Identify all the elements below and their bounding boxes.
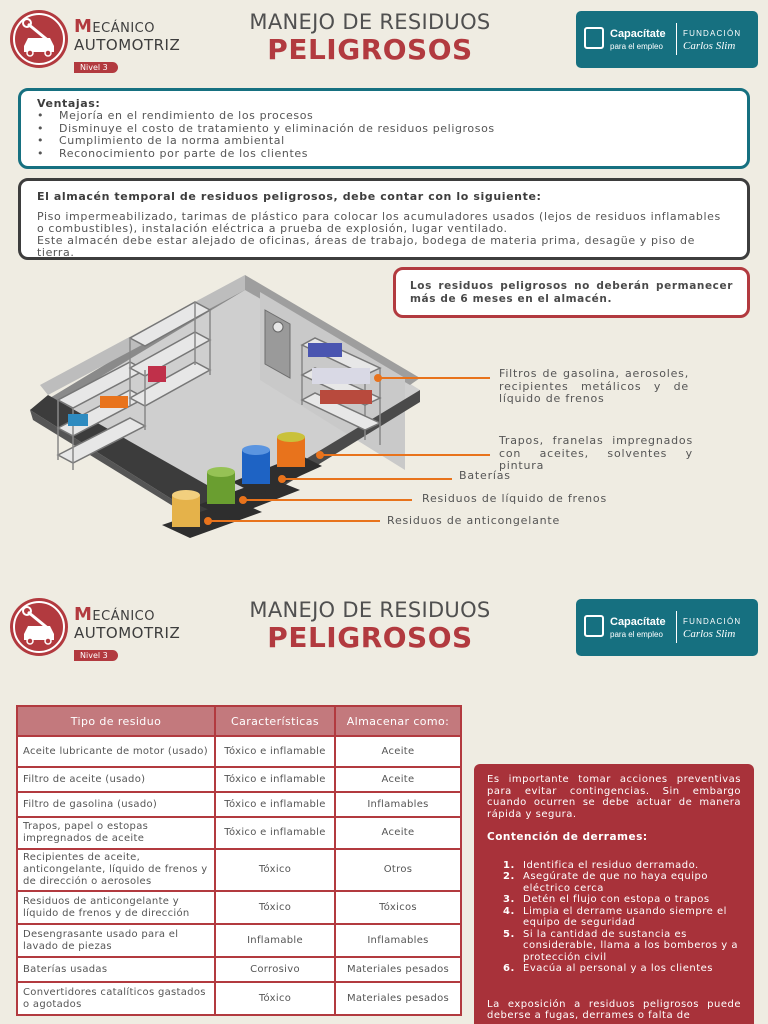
table-row: Convertidores catalíticos gastados o ago… <box>16 981 462 1016</box>
derrames-heading: Contención de derrames: <box>487 831 648 843</box>
callout-liquido-frenos: Residuos de líquido de frenos <box>422 492 607 505</box>
level-badge: Nivel 3 <box>74 650 118 661</box>
page-one: MECÁNICO AUTOMOTRIZ Nivel 3 MANEJO DE RE… <box>0 0 768 580</box>
list-item: Mejoría en el rendimiento de los proceso… <box>37 109 731 123</box>
table-row: Recipientes de aceite, anticongelante, l… <box>16 848 462 892</box>
brand-line-2: AUTOMOTRIZ <box>74 624 181 642</box>
storage-room-illustration <box>30 275 490 538</box>
capacitate-logo: Capacítate para el empleo FUNDACIÓN Carl… <box>576 11 758 68</box>
table-row: Filtro de gasolina (usado)Tóxico e infla… <box>16 791 462 818</box>
page-two: MECÁNICO AUTOMOTRIZ Nivel 3 MANEJO DE RE… <box>0 588 768 1024</box>
ventajas-heading: Ventajas: <box>37 97 101 110</box>
brand-line-2: AUTOMOTRIZ <box>74 36 181 54</box>
list-item: 1.Identifica el residuo derramado. <box>503 859 699 871</box>
callout-anticongelante: Residuos de anticongelante <box>387 514 561 527</box>
almacen-text-2: Este almacén debe estar alejado de ofici… <box>37 234 695 259</box>
derrames-outro: La exposición a residuos peligrosos pued… <box>487 998 741 1022</box>
almacen-text-1: Piso impermeabilizado, tarimas de plásti… <box>37 210 721 235</box>
table-row: Residuos de anticongelante y líquido de … <box>16 890 462 925</box>
brand-line-1: MECÁNICO <box>74 604 155 625</box>
table-header: Tipo de residuo <box>16 705 216 737</box>
drums <box>162 432 322 538</box>
list-item: Reconocimiento por parte de los clientes <box>37 147 731 161</box>
table-header: Almacenar como: <box>334 705 462 737</box>
table-row: Filtro de aceite (usado)Tóxico e inflama… <box>16 766 462 793</box>
table-header: Características <box>214 705 336 737</box>
derrames-box: Es importante tomar acciones preventivas… <box>474 764 754 1024</box>
almacen-box: El almacén temporal de residuos peligros… <box>18 178 750 260</box>
callout-baterias: Baterías <box>459 469 511 482</box>
list-item: Cumplimiento de la norma ambiental <box>37 134 731 148</box>
aviso-box: Los residuos peligrosos no deberán perma… <box>393 267 750 318</box>
derrames-steps: 1.Identifica el residuo derramado. 2.Ase… <box>487 860 741 975</box>
brand-logo: MECÁNICO AUTOMOTRIZ Nivel 3 <box>10 10 210 73</box>
level-badge: Nivel 3 <box>74 62 118 73</box>
brand-logo: MECÁNICO AUTOMOTRIZ Nivel 3 <box>10 598 210 661</box>
list-item: Disminuye el costo de tratamiento y elim… <box>37 122 731 136</box>
residuos-table: Tipo de residuo Características Almacena… <box>16 705 462 1016</box>
mechanic-logo-icon <box>10 10 68 68</box>
checklist-icon <box>584 27 604 49</box>
checklist-icon <box>584 615 604 637</box>
derrames-intro: Es importante tomar acciones preventivas… <box>487 774 741 820</box>
list-item: 5.Si la cantidad de sustancia es conside… <box>503 928 738 963</box>
table-row: Trapos, papel o estopas impregnados de a… <box>16 816 462 850</box>
table-row: Desengrasante usado para el lavado de pi… <box>16 923 462 958</box>
list-item: 3.Detén el flujo con estopa o trapos <box>503 894 710 905</box>
ventajas-box: Ventajas: Mejoría en el rendimiento de l… <box>18 88 750 169</box>
capacitate-logo: Capacítate para el empleo FUNDACIÓN Carl… <box>576 599 758 656</box>
table-row: Aceite lubricante de motor (usado)Tóxico… <box>16 735 462 768</box>
page-title: MANEJO DE RESIDUOS PELIGROSOS <box>249 598 491 654</box>
list-item: 6.Evacúa al personal y a los clientes <box>503 963 713 974</box>
list-item: 4.Limpia el derrame usando siempre el eq… <box>503 905 727 929</box>
page-title: MANEJO DE RESIDUOS PELIGROSOS <box>249 10 491 66</box>
callout-filtros: Filtros de gasolina, aerosoles, recipien… <box>499 367 689 405</box>
mechanic-logo-icon <box>10 598 68 656</box>
brand-line-1: MECÁNICO <box>74 16 155 37</box>
almacen-heading: El almacén temporal de residuos peligros… <box>37 190 542 203</box>
callout-trapos: Trapos, franelas impregnados con aceites… <box>499 434 693 472</box>
list-item: 2.Asegúrate de que no haya equipo eléctr… <box>503 871 708 894</box>
